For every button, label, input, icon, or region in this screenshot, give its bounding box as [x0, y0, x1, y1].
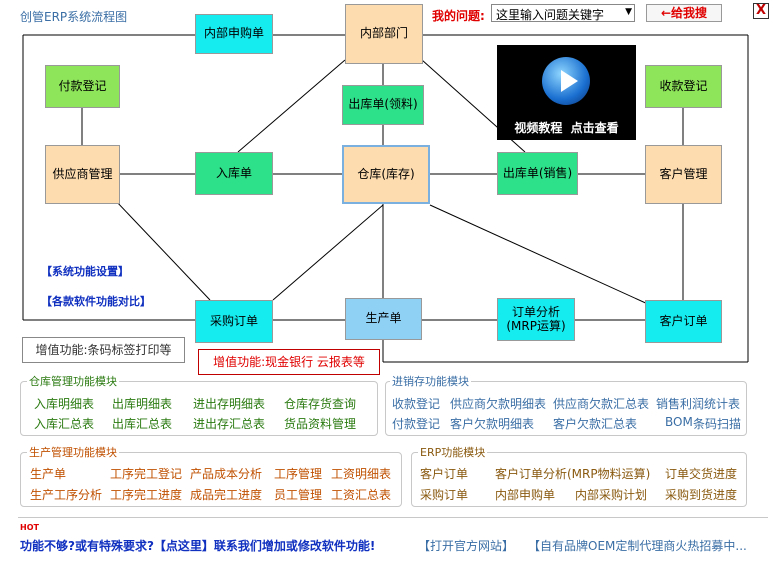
outbound-material-box[interactable]: 出库单(领料): [342, 85, 424, 125]
search-select[interactable]: 这里输入问题关键字 ▼: [491, 4, 635, 22]
receipt-reg-box[interactable]: 收款登记: [645, 65, 722, 108]
oem-recruit-link[interactable]: 【自有品牌OEM定制代理商火热招募中...: [528, 539, 747, 553]
production-box[interactable]: 生产单: [345, 298, 422, 340]
system-settings-link[interactable]: 【系统功能设置】: [41, 265, 129, 278]
page-title: 创管ERP系统流程图: [20, 10, 128, 24]
invoice-link[interactable]: 供应商欠款汇总表: [553, 397, 650, 411]
invoice-link[interactable]: 条码扫描: [693, 417, 742, 431]
warehouse-link[interactable]: 入库汇总表: [34, 417, 95, 431]
production-link[interactable]: 工序完工进度: [110, 488, 183, 502]
production-link[interactable]: 生产单: [30, 467, 67, 481]
warehouse-link[interactable]: 出库汇总表: [112, 417, 173, 431]
invoice-link[interactable]: 付款登记: [392, 417, 441, 431]
footer-divider: [18, 517, 768, 518]
inbound-box[interactable]: 入库单: [195, 152, 273, 195]
production-module-section: [20, 452, 402, 507]
warehouse-link[interactable]: 进出存汇总表: [193, 417, 266, 431]
video-caption: 视频教程 点击查看: [514, 121, 619, 135]
customer-order-box[interactable]: 客户订单: [645, 300, 722, 343]
play-icon: [542, 57, 590, 105]
erp-module-section: [411, 452, 747, 507]
question-label: 我的问题:: [432, 9, 485, 23]
warehouse-link[interactable]: 仓库存货查询: [284, 397, 357, 411]
outbound-sales-box[interactable]: 出库单(销售): [497, 152, 578, 195]
production-link[interactable]: 员工管理: [274, 488, 323, 502]
production-module-title: 生产管理功能模块: [27, 444, 119, 460]
production-link[interactable]: 产品成本分析: [190, 467, 263, 481]
payment-reg-box[interactable]: 付款登记: [45, 65, 120, 108]
invoice-module-title: 进销存功能模块: [390, 373, 471, 389]
invoice-link[interactable]: 供应商欠款明细表: [450, 397, 547, 411]
warehouse-link[interactable]: 出库明细表: [112, 397, 173, 411]
invoice-link[interactable]: BOM: [665, 415, 693, 429]
customer-mgmt-box[interactable]: 客户管理: [645, 145, 722, 204]
supplier-mgmt-box[interactable]: 供应商管理: [45, 145, 120, 204]
custom-request-link[interactable]: 功能不够?或有特殊要求?【点这里】联系我们增加或修改软件功能!: [20, 539, 376, 553]
order-analysis-box[interactable]: 订单分析 (MRP运算): [497, 298, 575, 341]
erp-link[interactable]: 采购订单: [420, 488, 469, 502]
erp-link[interactable]: 订单交货进度: [665, 467, 738, 481]
production-link[interactable]: 工序管理: [274, 467, 323, 481]
close-icon[interactable]: X: [753, 3, 769, 19]
erp-link[interactable]: 客户订单: [420, 467, 469, 481]
compare-link[interactable]: 【各款软件功能对比】: [41, 295, 151, 308]
invoice-link[interactable]: 客户欠款明细表: [450, 417, 535, 431]
warehouse-link[interactable]: 入库明细表: [34, 397, 95, 411]
production-link[interactable]: 工资汇总表: [331, 488, 392, 502]
internal-purchase-box[interactable]: 内部申购单: [195, 14, 273, 54]
warehouse-link[interactable]: 进出存明细表: [193, 397, 266, 411]
invoice-link[interactable]: 收款登记: [392, 397, 441, 411]
production-link[interactable]: 成品完工进度: [190, 488, 263, 502]
purchase-order-box[interactable]: 采购订单: [195, 300, 273, 343]
warehouse-link[interactable]: 货品资料管理: [284, 417, 357, 431]
search-select-value: 这里输入问题关键字: [496, 8, 605, 22]
hot-badge: HOT: [20, 523, 39, 532]
erp-link[interactable]: 客户订单分析(MRP物料运算): [495, 467, 651, 481]
erp-link[interactable]: 内部采购计划: [575, 488, 648, 502]
warehouse-module-section: [20, 381, 378, 436]
barcode-value-added[interactable]: 增值功能:条码标签打印等: [22, 337, 185, 363]
internal-dept-box[interactable]: 内部部门: [345, 4, 423, 64]
chevron-down-icon[interactable]: ▼: [625, 7, 632, 17]
search-button[interactable]: ←给我搜: [646, 4, 722, 22]
warehouse-box[interactable]: 仓库(库存): [342, 145, 430, 204]
production-link[interactable]: 工序完工登记: [110, 467, 183, 481]
erp-link[interactable]: 内部申购单: [495, 488, 556, 502]
cash-value-added[interactable]: 增值功能:现金银行 云报表等: [198, 349, 380, 375]
invoice-module-section: [385, 381, 747, 436]
video-tutorial-thumbnail[interactable]: 视频教程 点击查看: [497, 45, 636, 140]
erp-module-title: ERP功能模块: [418, 444, 488, 460]
erp-link[interactable]: 采购到货进度: [665, 488, 738, 502]
warehouse-module-title: 仓库管理功能模块: [27, 373, 119, 389]
official-site-link[interactable]: 【打开官方网站】: [418, 539, 515, 553]
production-link[interactable]: 生产工序分析: [30, 488, 103, 502]
invoice-link[interactable]: 销售利润统计表: [656, 397, 741, 411]
production-link[interactable]: 工资明细表: [331, 467, 392, 481]
invoice-link[interactable]: 客户欠款汇总表: [553, 417, 638, 431]
